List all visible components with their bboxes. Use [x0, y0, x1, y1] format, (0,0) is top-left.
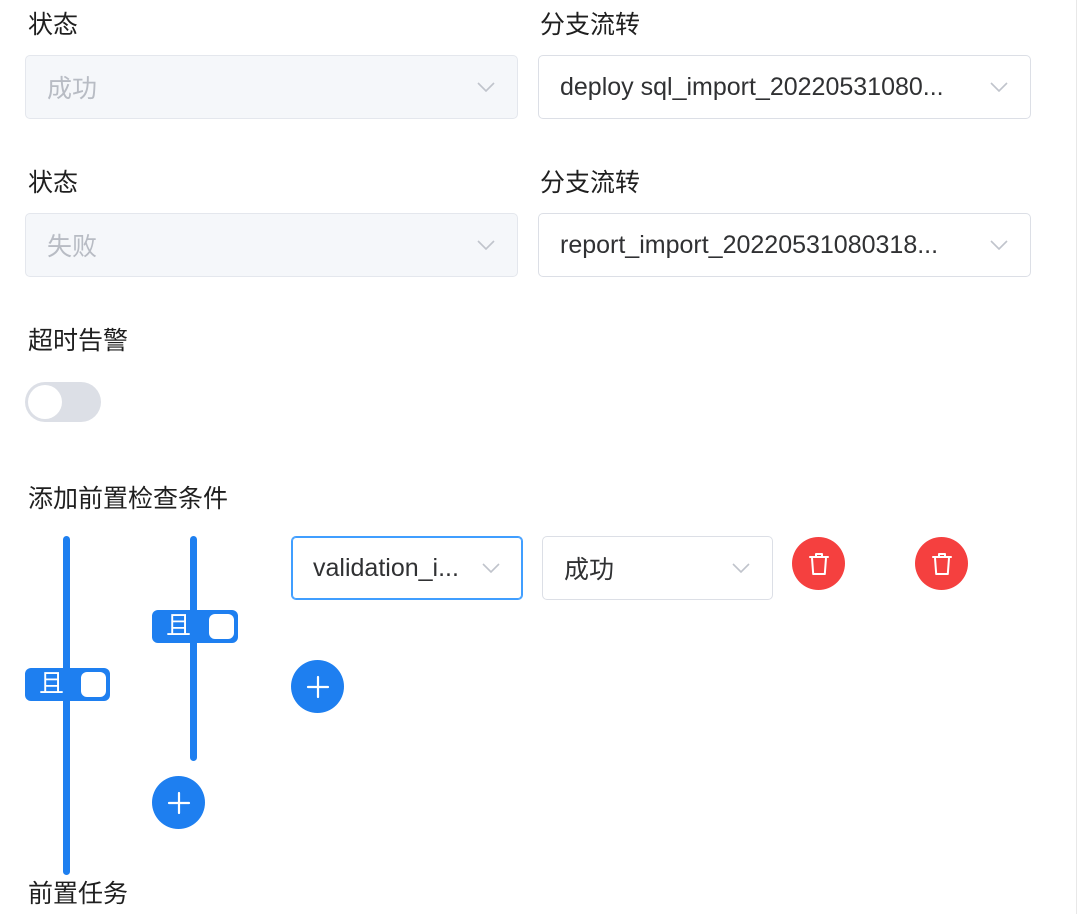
status-select-2-value: 失败	[47, 233, 98, 261]
toggle-handle	[81, 672, 106, 697]
plus-icon	[306, 675, 329, 698]
delete-group-button[interactable]	[915, 537, 968, 590]
toggle-handle	[209, 614, 234, 639]
branch-label-1: 分支流转	[540, 11, 641, 39]
outer-and-toggle[interactable]: 且	[25, 668, 110, 701]
timeout-alarm-label: 超时告警	[28, 327, 129, 355]
chevron-down-icon	[480, 561, 502, 575]
branch-select-1[interactable]: deploy sql_import_20220531080...	[538, 55, 1031, 119]
status-label-2: 状态	[28, 169, 79, 197]
status-label-1: 状态	[28, 11, 79, 39]
condition-task-value: validation_i...	[313, 553, 459, 582]
chevron-down-icon	[475, 238, 497, 252]
pre-task-label: 前置任务	[28, 880, 129, 908]
chevron-down-icon	[988, 238, 1010, 252]
delete-condition-button[interactable]	[792, 537, 845, 590]
add-group-button[interactable]	[152, 776, 205, 829]
status-select-1-value: 成功	[47, 75, 98, 103]
outer-and-toggle-label: 且	[39, 670, 65, 698]
inner-and-toggle-label: 且	[166, 612, 192, 640]
chevron-down-icon	[988, 80, 1010, 94]
branch-select-2[interactable]: report_import_20220531080318...	[538, 213, 1031, 277]
chevron-down-icon	[475, 80, 497, 94]
condition-task-select[interactable]: validation_i...	[291, 536, 523, 600]
precheck-label: 添加前置检查条件	[28, 485, 229, 513]
scrollbar-track[interactable]	[1076, 0, 1080, 914]
branch-select-1-value: deploy sql_import_20220531080...	[560, 72, 944, 101]
outer-relation-line	[63, 536, 70, 875]
plus-icon	[167, 791, 190, 814]
timeout-alarm-switch[interactable]	[25, 382, 101, 422]
condition-status-select[interactable]: 成功	[542, 536, 773, 600]
trash-icon	[808, 552, 829, 575]
branch-select-2-value: report_import_20220531080318...	[560, 230, 939, 259]
condition-status-value: 成功	[564, 556, 615, 584]
inner-and-toggle[interactable]: 且	[152, 610, 238, 643]
inner-relation-line	[190, 536, 197, 761]
trash-icon	[931, 552, 952, 575]
chevron-down-icon	[730, 561, 752, 575]
status-select-1[interactable]: 成功	[25, 55, 518, 119]
branch-label-2: 分支流转	[540, 169, 641, 197]
switch-knob	[28, 385, 62, 419]
status-select-2[interactable]: 失败	[25, 213, 518, 277]
add-condition-button[interactable]	[291, 660, 344, 713]
